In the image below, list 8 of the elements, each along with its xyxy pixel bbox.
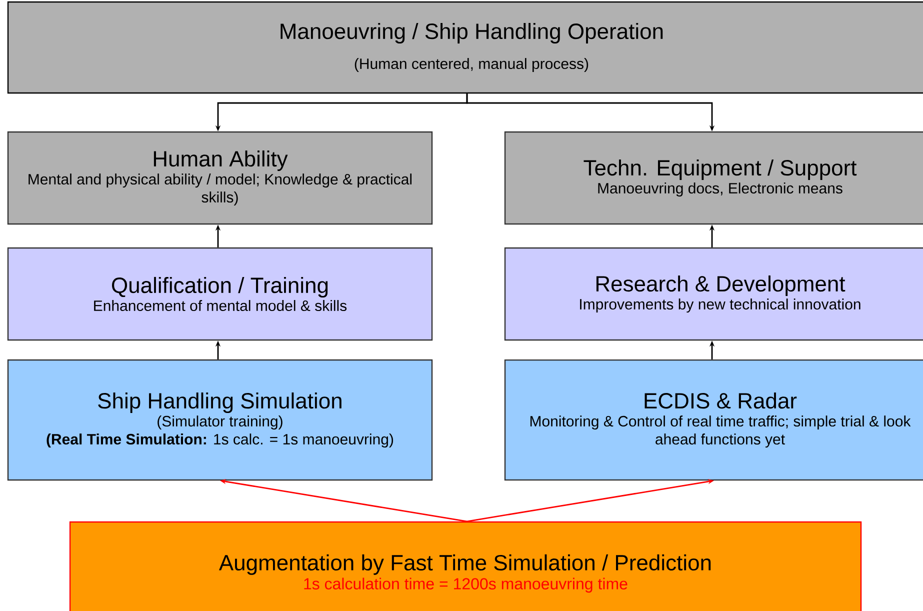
operation-box: Manoeuvring / Ship Handling Operation (Human centered, manual process) <box>7 1 923 94</box>
system-box: ECDIS & Radar Monitoring & Control of real time traffic; simple trial & look ahead functions yet <box>504 359 923 481</box>
process-box: Qualification / Training Enhancement of mental model & skills <box>7 247 433 341</box>
process-box: Research & Development Improvements by new technical innovation <box>504 247 923 341</box>
category-box: Techn. Equipment / Support Manoeuvring docs, Electronic means <box>504 131 923 225</box>
augmentation-box: Augmentation by Fast Time Simulation / Prediction 1s calculation time = 1200s manoeuvring time <box>69 521 862 611</box>
simulation-box: Ship Handling Simulation (Simulator training) (Real Time Simulation: 1s calc. = 1s manoeuvring) <box>7 359 433 481</box>
category-box: Human Ability Mental and physical ability / model; Knowledge & practical skills) <box>7 131 433 225</box>
